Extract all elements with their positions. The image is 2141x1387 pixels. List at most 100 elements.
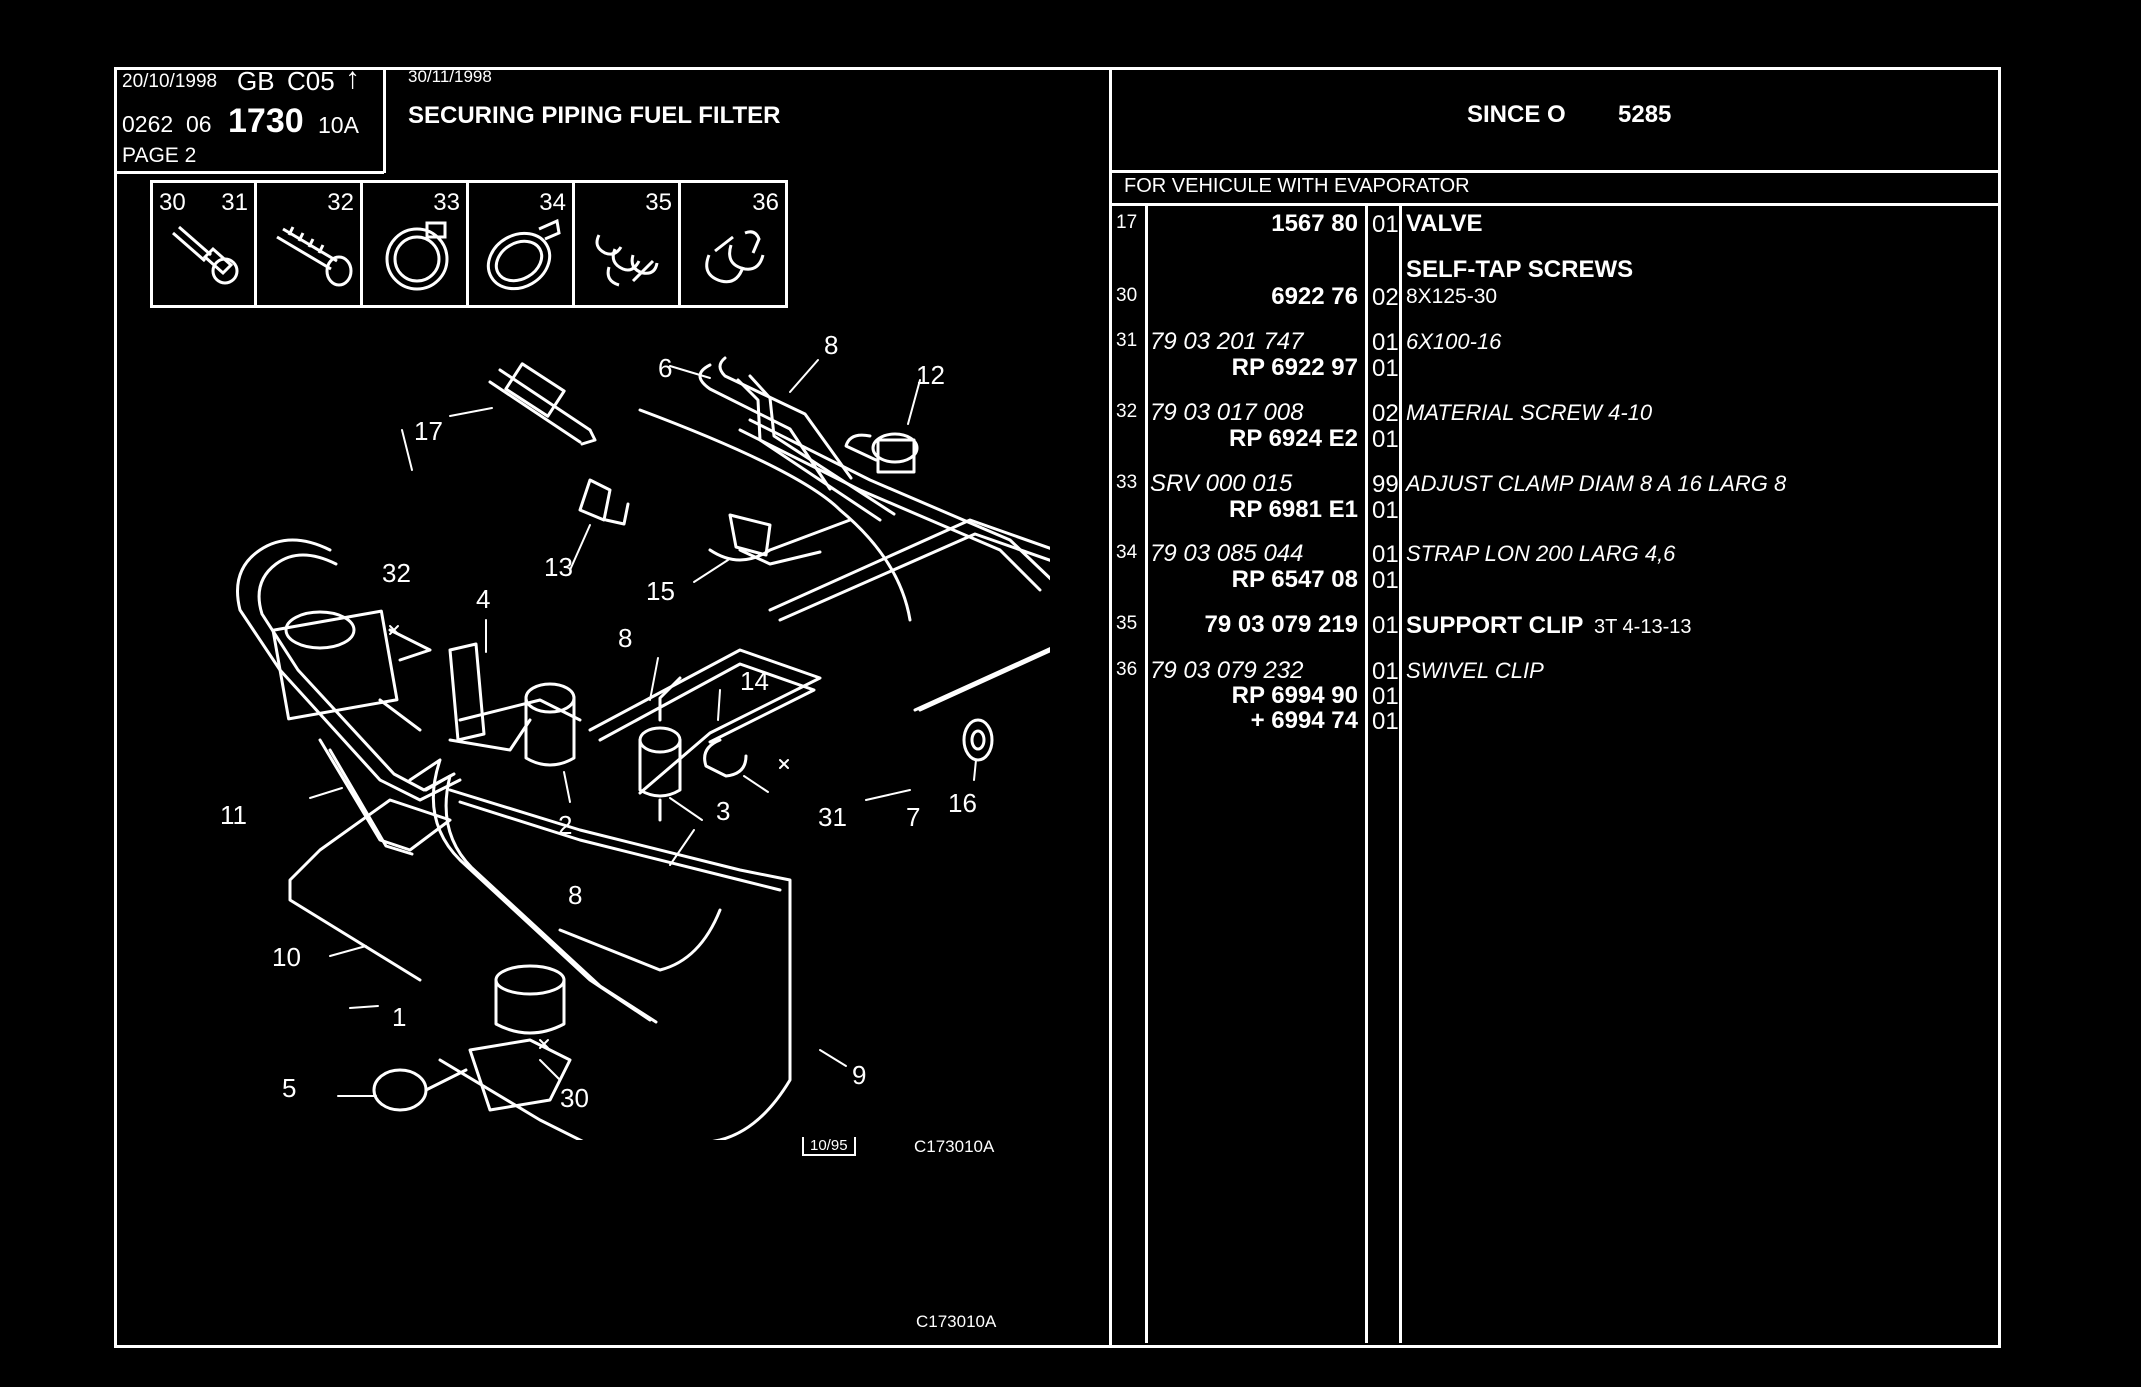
table-row-qty: 01 xyxy=(1372,355,1399,382)
callout-17: 17 xyxy=(414,416,443,446)
cap-12 xyxy=(844,432,919,474)
header-bottom-left xyxy=(114,171,384,174)
table-row-ref: 79 03 079 232 xyxy=(1150,657,1304,684)
table-row-ref: 79 03 079 219 xyxy=(1204,611,1358,638)
table-row-desc: VALVE xyxy=(1406,210,1483,237)
diagram-code-2: C173010A xyxy=(916,1312,997,1331)
table-row-qty: 02 xyxy=(1372,284,1399,311)
table-row-item: 17 xyxy=(1116,212,1138,233)
table-row-desc: STRAP LON 200 LARG 4,6 xyxy=(1406,541,1676,566)
bracket-15 xyxy=(708,513,852,566)
table-row-item: 35 xyxy=(1116,613,1138,634)
center-divider xyxy=(1109,67,1112,1348)
table-row-ref: RP 6924 E2 xyxy=(1229,425,1358,452)
callout-4: 4 xyxy=(476,584,491,614)
table-row-qty: 01 xyxy=(1372,708,1399,735)
table-row-item: 30 xyxy=(1116,285,1138,306)
part-icon-34: 34 xyxy=(471,183,575,305)
pipe-lower xyxy=(288,738,792,1140)
table-row-qty: 01 xyxy=(1372,612,1399,639)
table-row-desc: SUPPORT CLIP xyxy=(1406,612,1584,639)
callout-31: 31 xyxy=(818,802,847,832)
arrow-up-icon: ↑ xyxy=(345,62,360,95)
table-group-title: SELF-TAP SCREWS xyxy=(1406,256,1634,283)
table-row-ref: 6922 76 xyxy=(1271,283,1358,310)
bracket-13 xyxy=(578,478,630,526)
table-row-ref: 79 03 201 747 xyxy=(1150,328,1304,355)
small-parts-strip xyxy=(150,180,788,308)
header-ref-a: 0262 xyxy=(122,111,174,137)
callout-7: 7 xyxy=(906,802,921,832)
leader-lines xyxy=(309,359,977,1097)
callout-8-low: 8 xyxy=(568,880,583,910)
callout-32: 32 xyxy=(382,558,411,588)
header-lang: GB xyxy=(237,66,275,96)
table-row-item: 32 xyxy=(1116,401,1138,422)
table-row-ref: 79 03 085 044 xyxy=(1150,540,1304,567)
callout-9: 9 xyxy=(852,1060,867,1090)
table-row-desc-extra: 3T 4-13-13 xyxy=(1594,616,1692,638)
callout-14: 14 xyxy=(740,666,769,696)
diagram-code-1: C173010A xyxy=(914,1137,995,1156)
callout-10: 10 xyxy=(272,942,301,972)
table-section-title: FOR VEHICULE WITH EVAPORATOR xyxy=(1124,175,1470,197)
page-title: SECURING PIPING FUEL FILTER xyxy=(408,102,781,129)
table-row-qty: 99 xyxy=(1372,471,1399,498)
header-date1: 20/10/1998 xyxy=(122,71,218,92)
callout-12: 12 xyxy=(916,360,945,390)
strap-icon xyxy=(486,218,561,291)
header-ref-main: 1730 xyxy=(228,102,304,140)
fuel-pump-1 xyxy=(372,964,572,1112)
header-bottom-right xyxy=(1109,170,2001,173)
pipe-7 xyxy=(588,518,1050,795)
header-ref-b: 06 xyxy=(186,111,212,137)
table-row-item: 34 xyxy=(1116,542,1138,563)
document-frame xyxy=(114,67,2001,1348)
table-row-ref: RP 6547 08 xyxy=(1231,566,1358,593)
table-header-divider xyxy=(1109,203,2001,206)
table-row-ref: 1567 80 xyxy=(1271,210,1358,237)
table-row-qty: 01 xyxy=(1372,658,1399,685)
part-icon-33: 33 xyxy=(365,183,469,305)
washer-16 xyxy=(962,718,994,762)
table-row-qty: 01 xyxy=(1372,683,1399,710)
support-clip-icon xyxy=(595,234,659,287)
adjust-clamp-icon xyxy=(385,221,449,291)
carburettor xyxy=(236,538,462,802)
callout-1: 1 xyxy=(392,1002,407,1032)
part-number-33: 33 xyxy=(433,189,460,216)
swivel-clip-icon xyxy=(705,230,765,284)
callout-8-top: 8 xyxy=(824,330,839,360)
callout-13: 13 xyxy=(544,552,573,582)
table-row-desc: SWIVEL CLIP xyxy=(1406,658,1544,683)
callout-11: 11 xyxy=(220,800,247,830)
pipe-6-8 xyxy=(638,356,1050,622)
table-row-ref: SRV 000 015 xyxy=(1150,470,1293,497)
canister-2 xyxy=(524,682,576,767)
table-col-divider-2 xyxy=(1365,203,1368,1343)
table-row-item: 36 xyxy=(1116,659,1138,680)
part-number-34: 34 xyxy=(539,189,566,216)
part-icon-32: 32 xyxy=(259,183,363,305)
part-number-35: 35 xyxy=(645,189,672,216)
since-label: SINCE O xyxy=(1467,101,1566,128)
since-value: 5285 xyxy=(1618,101,1672,128)
part-number-32: 32 xyxy=(327,189,354,216)
callout-5: 5 xyxy=(282,1073,297,1103)
part-icon-36: 36 xyxy=(683,183,785,305)
callout-15: 15 xyxy=(646,576,675,606)
bracket-4 xyxy=(448,642,582,752)
fuel-piping-diagram xyxy=(236,356,1050,1140)
table-row-item: 31 xyxy=(1116,330,1138,351)
table-row-qty: 01 xyxy=(1372,541,1399,568)
header-divider-left xyxy=(383,67,386,173)
callout-30: 30 xyxy=(560,1083,589,1113)
part-number-36: 36 xyxy=(752,189,779,216)
bolt-icon xyxy=(172,225,239,285)
revision-stamp: 10/95 xyxy=(802,1137,856,1156)
callout-16: 16 xyxy=(948,788,977,818)
table-row-desc: 8X125-30 xyxy=(1406,285,1498,308)
header-date2: 30/11/1998 xyxy=(408,67,492,86)
fuel-filter-3 xyxy=(638,676,682,822)
clip-14 xyxy=(703,738,748,778)
